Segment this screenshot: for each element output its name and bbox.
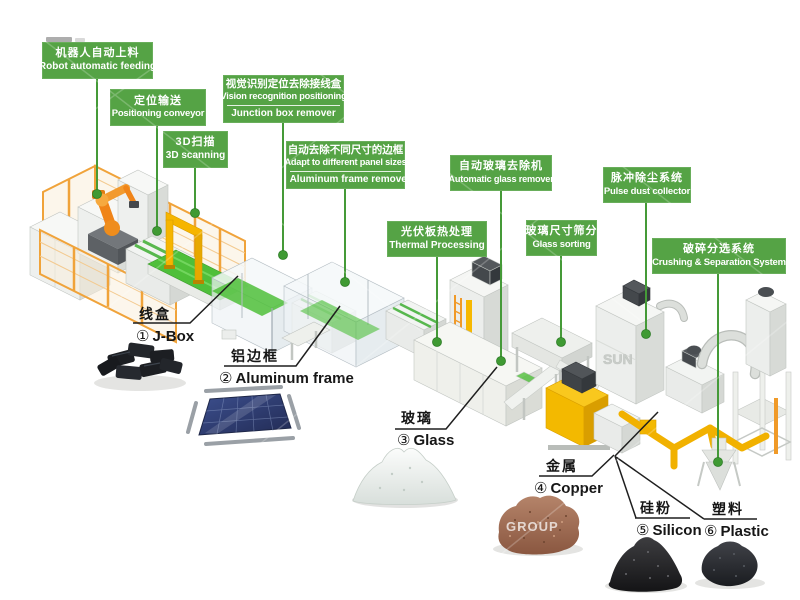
process-label-glass-sorting: 玻璃尺寸筛分 Glass sorting bbox=[526, 220, 597, 256]
label-zh: 光伏板热处理 bbox=[401, 225, 473, 238]
machine-watermark-text: SUN bbox=[603, 351, 633, 367]
output-zh: 塑料 bbox=[712, 501, 744, 517]
label-en: Thermal Processing bbox=[389, 239, 485, 251]
output-connector-lines bbox=[133, 275, 757, 520]
plastic-pile bbox=[695, 541, 765, 589]
robot-cell bbox=[29, 164, 246, 344]
label-en: Automatic glass remover bbox=[448, 174, 554, 185]
label-en: Pulse dust collector bbox=[603, 185, 691, 197]
output-samples: GROUP bbox=[94, 342, 765, 593]
output-number: ④ bbox=[534, 480, 548, 497]
output-zh: 硅粉 bbox=[640, 500, 672, 516]
output-zh: 铝边框 bbox=[231, 348, 279, 364]
process-leader-lines bbox=[96, 79, 719, 459]
output-number: ⑥ bbox=[704, 523, 718, 540]
label-en: Crushing & Separation System bbox=[652, 256, 786, 268]
output-zh: 玻璃 bbox=[401, 410, 433, 426]
process-label-3d-scanning: 3D扫描 3D scanning bbox=[163, 131, 228, 168]
label-zh: 机器人自动上料 bbox=[55, 47, 140, 60]
support-scaffold bbox=[732, 357, 792, 465]
output-number: ⑤ bbox=[636, 522, 650, 539]
process-label-crushing-separation: 破碎分选系统 Crushing & Separation System bbox=[652, 238, 786, 274]
pulse-dust-collector-machine: SUN bbox=[595, 279, 665, 405]
process-label-robot-feeding: 机器人自动上料 Robot automatic feeding bbox=[38, 42, 157, 79]
output-name: J-Box bbox=[152, 328, 195, 345]
process-label-glass-remover: 自动玻璃去除机 Automatic glass remover bbox=[448, 155, 554, 191]
label-zh: 3D扫描 bbox=[175, 136, 216, 149]
label-zh: 自动去除不同尺寸的边框 bbox=[287, 143, 404, 156]
motor bbox=[687, 345, 701, 355]
hooded-separator-machine bbox=[665, 345, 725, 414]
process-label-junction-box-remover: 视觉识别定位去除接线盒 Vision recognition positioni… bbox=[220, 75, 347, 123]
output-number: ③ bbox=[397, 432, 411, 449]
label-zh: 自动玻璃去除机 bbox=[459, 160, 543, 173]
output-name: Silicon bbox=[652, 522, 702, 539]
process-label-aluminum-frame-remover: 自动去除不同尺寸的边框 Adapt to different panel siz… bbox=[284, 141, 411, 189]
label-en: Vision recognition positioning bbox=[220, 91, 347, 102]
process-label-positioning-conveyor: 定位输送 Positioning conveyor bbox=[110, 89, 206, 126]
process-label-thermal-processing: 光伏板热处理 Thermal Processing bbox=[387, 221, 487, 257]
jbox-pile bbox=[94, 342, 186, 391]
output-zh: 金属 bbox=[546, 458, 578, 474]
process-leader-dots bbox=[92, 189, 723, 467]
label-en: Robot automatic feeding bbox=[38, 61, 157, 73]
output-name: Glass bbox=[413, 432, 455, 449]
output-name: Plastic bbox=[720, 523, 769, 540]
label-en: Positioning conveyor bbox=[111, 108, 205, 120]
label-zh: 视觉识别定位去除接线盒 bbox=[225, 77, 342, 90]
label-en: 3D scanning bbox=[165, 150, 226, 162]
gantry-frame bbox=[164, 211, 204, 284]
label-en2: Junction box remover bbox=[226, 104, 341, 121]
copper-pile: GROUP bbox=[493, 495, 583, 556]
label-zh: 玻璃尺寸筛分 bbox=[525, 225, 598, 238]
corner-watermark-fragment bbox=[46, 37, 85, 42]
aluminum-frame-sample bbox=[186, 385, 301, 446]
label-zh: 破碎分选系统 bbox=[683, 243, 755, 256]
glass-pile bbox=[352, 447, 458, 508]
silicon-pile bbox=[605, 537, 687, 593]
label-en: Glass sorting bbox=[532, 238, 591, 250]
crushing-separation-cluster: SUN bbox=[593, 279, 792, 491]
output-number: ② bbox=[219, 370, 233, 387]
output-number: ① bbox=[136, 328, 150, 345]
main-conveyor-line bbox=[125, 211, 610, 450]
label-zh: 脉冲除尘系统 bbox=[611, 172, 683, 185]
process-label-pulse-dust-collector: 脉冲除尘系统 Pulse dust collector bbox=[603, 167, 691, 203]
output-name: Copper bbox=[550, 480, 603, 497]
output-name: Aluminum frame bbox=[235, 370, 354, 387]
pile-watermark-text: GROUP bbox=[506, 519, 559, 534]
tall-duct-machine bbox=[745, 287, 787, 377]
glass-sorting-screen bbox=[511, 317, 593, 392]
label-en2: Aluminum frame remover bbox=[289, 170, 411, 187]
output-zh: 线盒 bbox=[139, 306, 171, 322]
label-en: Adapt to different panel sizes bbox=[284, 157, 407, 168]
label-zh: 定位输送 bbox=[134, 94, 182, 107]
